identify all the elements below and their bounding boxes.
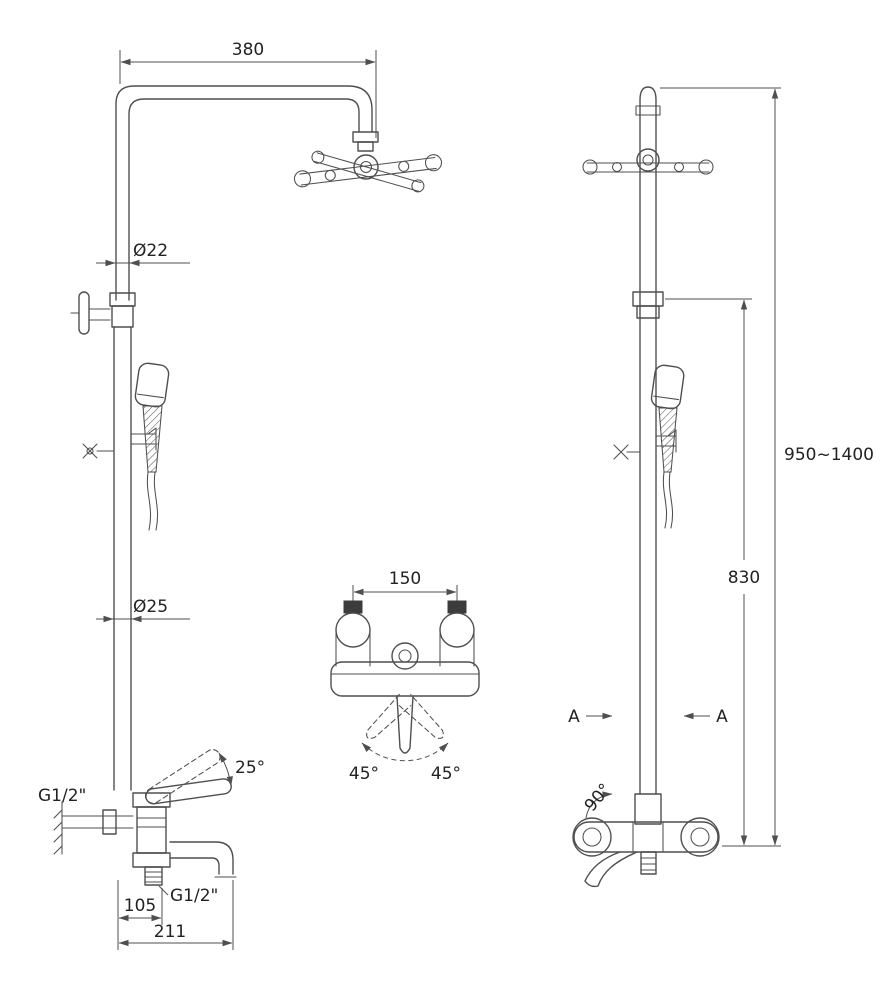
riser-pipe-side [639, 86, 657, 795]
dia-22-label: Ø22 [133, 241, 168, 261]
dim-45-left-label: 45° [349, 764, 379, 784]
side-view: A A 90° 830 [568, 86, 874, 888]
dim-spout-offset: 105 [117, 880, 163, 950]
inlet-thread-label: G1/2" [38, 786, 86, 806]
dim-950-1400-label: 950~1400 [784, 445, 874, 465]
inlet-nut-left [343, 600, 363, 614]
riser-pipe [115, 85, 373, 301]
dim-top-width-label: 380 [232, 40, 264, 60]
dim-211-label: 211 [154, 922, 186, 942]
section-a-left-label: A [568, 707, 580, 727]
height-adjuster-side [632, 291, 664, 319]
section-a-right-label: A [716, 707, 728, 727]
mixer-body-top [330, 661, 480, 697]
dim-upper-diameter: Ø22 [96, 241, 190, 267]
dim-lower-diameter: Ø25 [96, 597, 190, 623]
spout-right-position [366, 693, 412, 739]
overhead-shower-side [582, 148, 714, 175]
hand-shower [82, 362, 170, 531]
spout-center-position [396, 695, 414, 754]
dim-45-right-label: 45° [431, 764, 461, 784]
dim-150-label: 150 [389, 569, 421, 589]
dim-handle-angle-label: 25° [235, 758, 265, 778]
inlet-left [335, 612, 371, 648]
section-marker: A A [568, 707, 728, 727]
hand-shower-side [613, 364, 685, 529]
overhead-shower [293, 131, 443, 193]
outlet-thread-label: G1/2" [170, 886, 218, 906]
inlet-right [439, 612, 475, 648]
spout-pivot [391, 642, 419, 670]
top-view-detail: 150 45° 45° [330, 569, 480, 784]
dim-lower-height: 830 [728, 299, 760, 846]
dim-830-label: 830 [728, 568, 760, 588]
inlet-nut-right [447, 600, 467, 614]
dim-spout-reach: 211 [118, 880, 234, 950]
lower-pipe [113, 326, 132, 791]
dia-25-label: Ø25 [133, 597, 168, 617]
mixer-valve: 25° G1/2" G1/2" [38, 749, 265, 906]
mixer-valve-side: 90° [572, 780, 720, 888]
dim-90-label: 90° [581, 780, 616, 816]
dim-inlet-spacing: 150 [352, 569, 458, 604]
dim-overall-height: 950~1400 [771, 88, 874, 846]
dim-105-label: 105 [124, 896, 156, 916]
height-adjuster [70, 291, 136, 335]
dim-top-width: 380 [119, 40, 377, 138]
front-view: 380 [38, 40, 443, 950]
spout-left-position [398, 693, 444, 739]
